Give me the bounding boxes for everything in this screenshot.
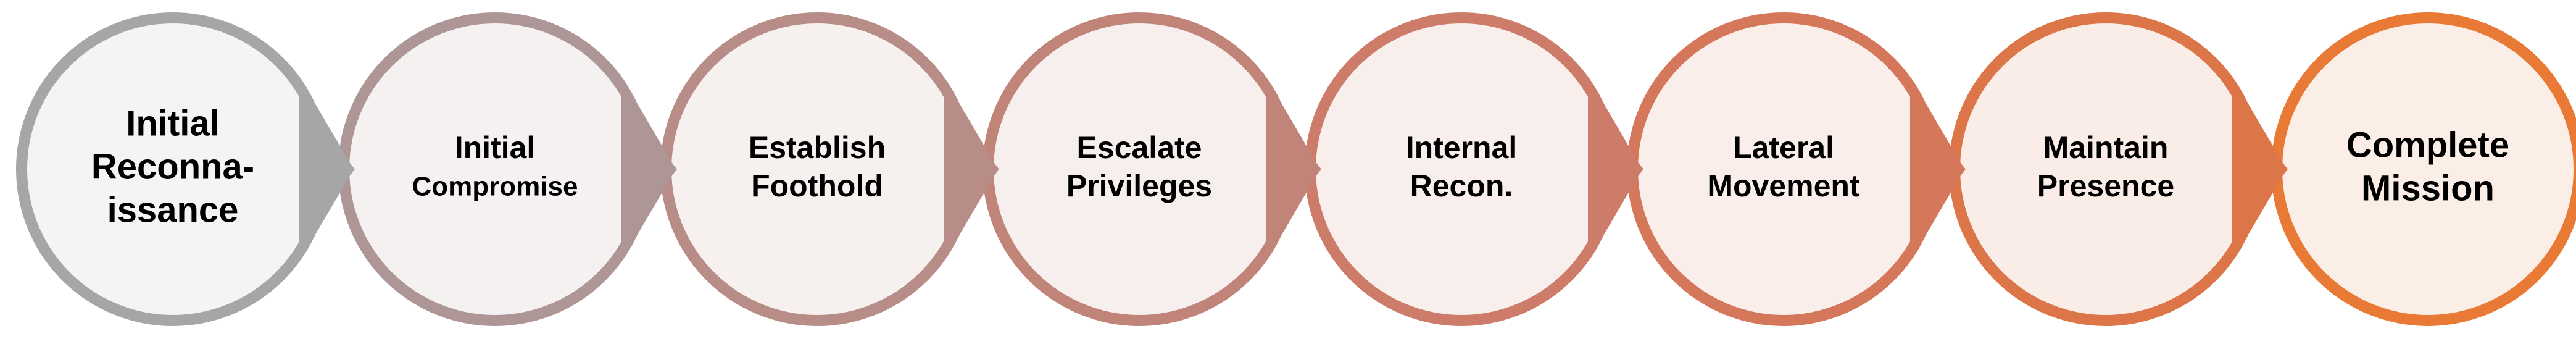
stage-label-line: Recon.	[1410, 169, 1513, 203]
stage-arrow-tip	[2232, 77, 2287, 262]
stage-label-line: Reconna-	[91, 146, 254, 187]
stage-label-line: Movement	[1707, 169, 1860, 203]
stage-arrow-tip	[1588, 77, 1642, 262]
stage-label-line: Compromise	[412, 172, 578, 202]
stage-label-line: Initial	[126, 103, 219, 143]
stage-label-line: Establish	[749, 130, 886, 165]
stage-label-line: Escalate	[1077, 130, 1202, 165]
stage-arrow-tip	[1266, 77, 1320, 262]
stage-label-line: Complete	[2346, 125, 2509, 165]
stage-label-line: Internal	[1406, 130, 1518, 165]
stage-label-line: Maintain	[2043, 130, 2169, 165]
stage-label-line: Foothold	[751, 169, 883, 203]
stage-arrow-tip	[944, 77, 998, 262]
stage-label-line: Lateral	[1733, 130, 1834, 165]
stage-label-line: Privileges	[1066, 169, 1212, 203]
stage-label-line: Mission	[2361, 168, 2495, 208]
stage-label-line: Initial	[455, 130, 536, 165]
stage-arrow-tip	[299, 77, 354, 262]
stage-arrow-tip	[621, 77, 676, 262]
stage-label-line: issance	[107, 190, 239, 230]
stage-label-line: Presence	[2037, 169, 2174, 203]
stage-arrow-tip	[1910, 77, 1964, 262]
stage-circle	[338, 12, 652, 326]
